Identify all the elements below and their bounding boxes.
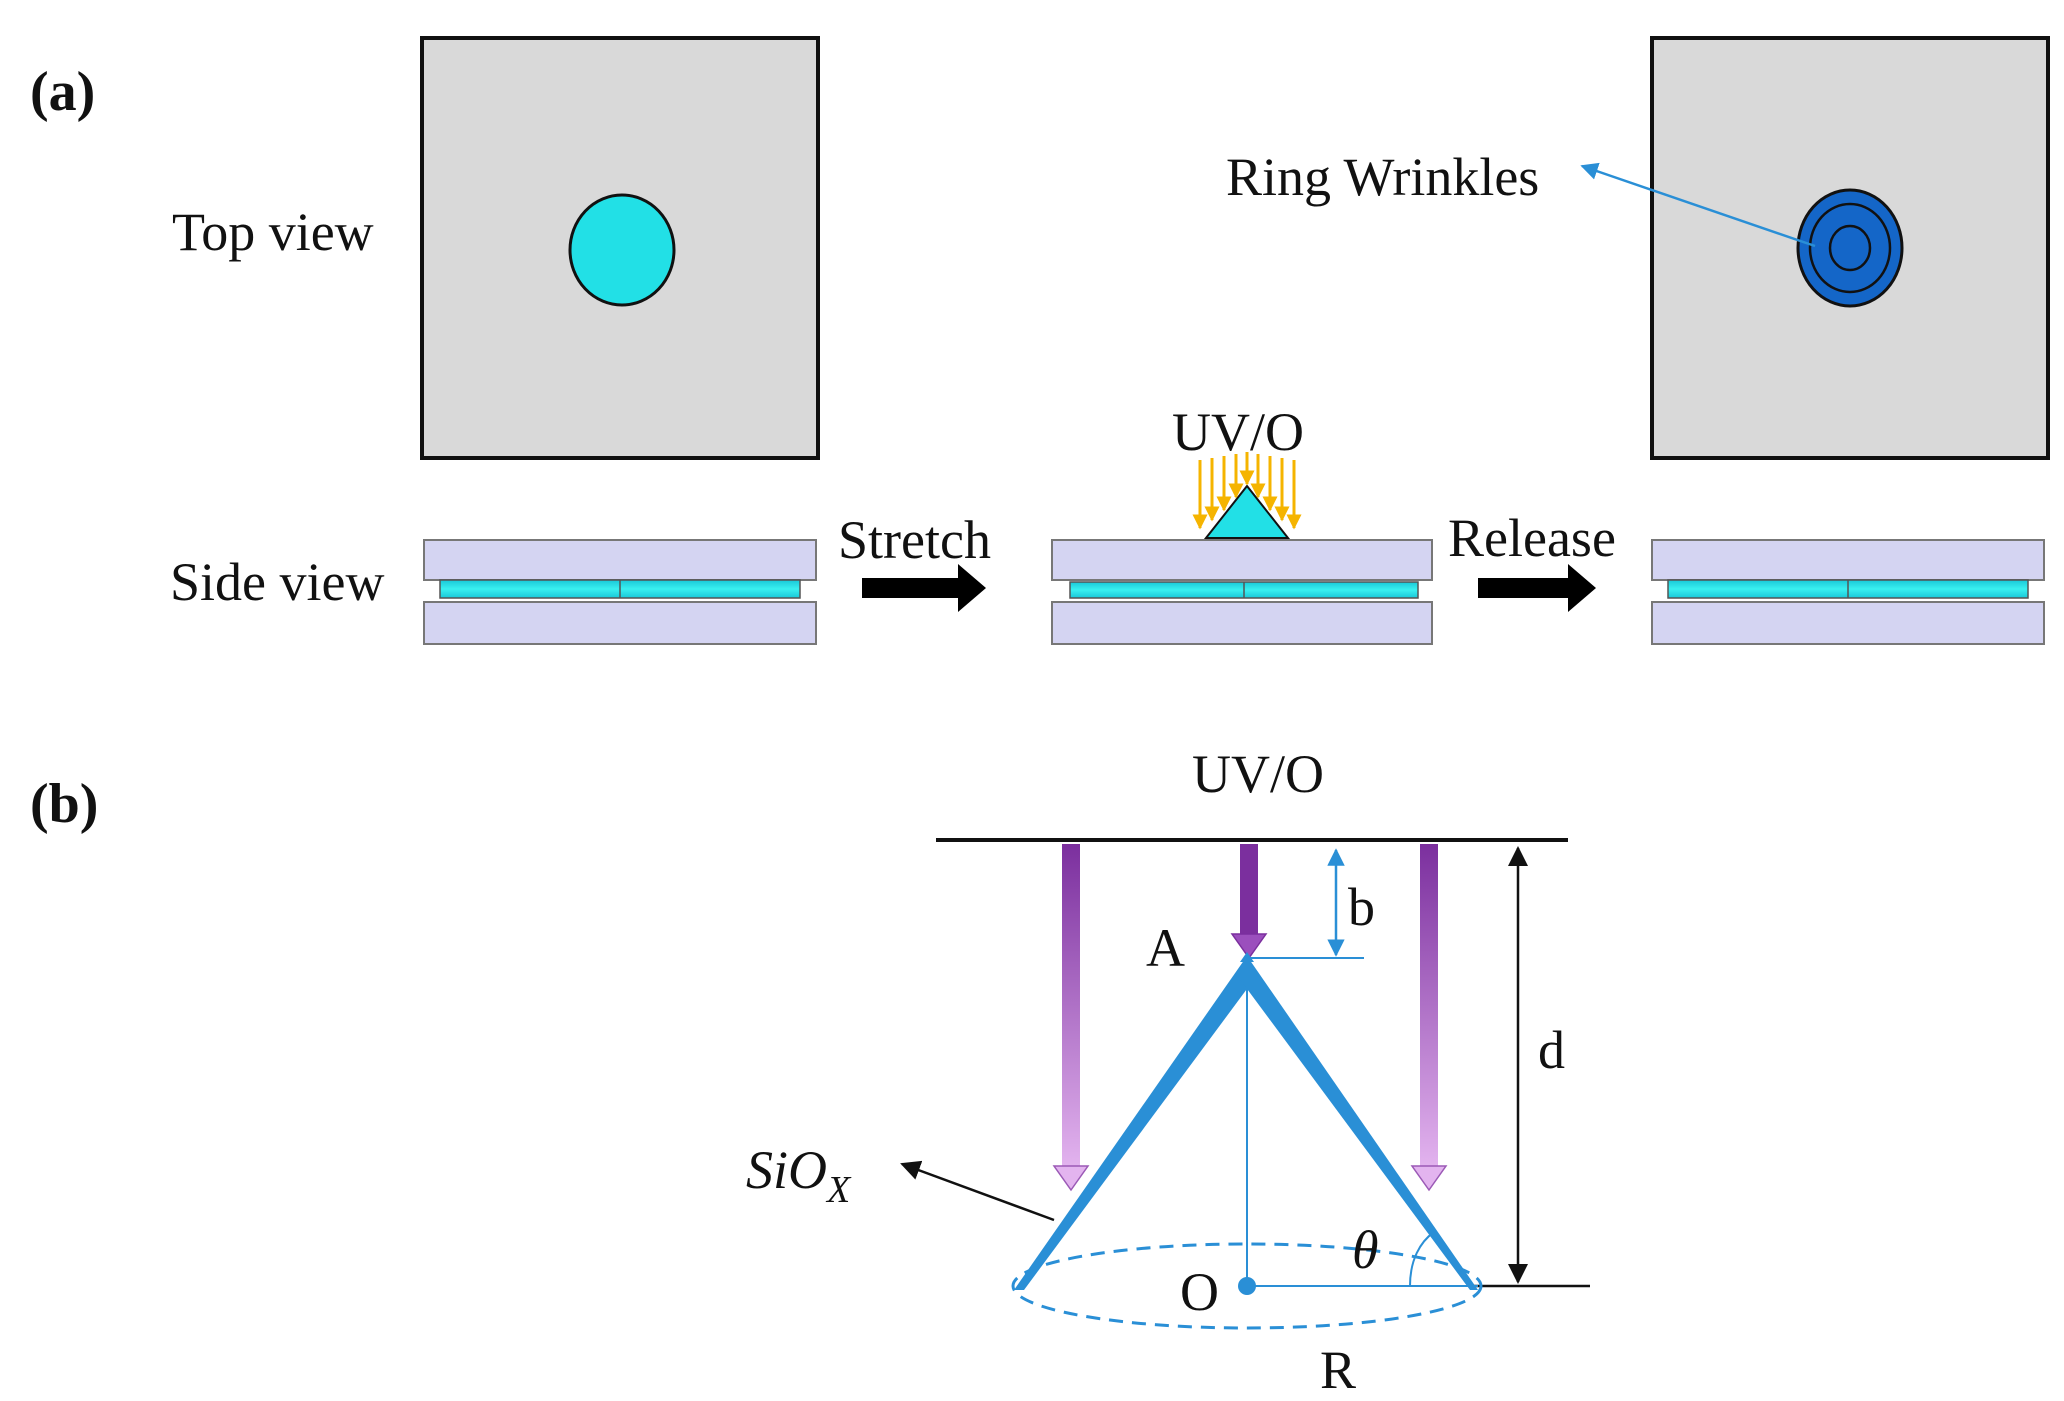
panel-b: (b) UV/O b d — [30, 744, 1590, 1400]
side-view-stretched — [1051, 484, 1433, 645]
uv-arrow-center-icon — [1230, 844, 1268, 960]
top-view-label: Top view — [172, 202, 374, 262]
uv-rays-icon — [1192, 452, 1302, 530]
theta-label: θ — [1352, 1220, 1379, 1280]
uv-arrow-right-icon — [1410, 844, 1448, 1192]
r-label: R — [1320, 1340, 1356, 1400]
panel-a-label: (a) — [30, 61, 95, 123]
uvo-label-b: UV/O — [1192, 744, 1324, 804]
point-o-label: O — [1180, 1262, 1219, 1322]
uvo-cone-exposed — [1203, 484, 1291, 539]
cone-base-ellipse — [1011, 1242, 1483, 1330]
b-label: b — [1348, 877, 1375, 937]
siox-pointer — [900, 1160, 1055, 1222]
siox-label: SiOX — [746, 1140, 852, 1211]
side-view-label: Side view — [170, 552, 384, 612]
d-label: d — [1538, 1020, 1565, 1080]
side-view-released — [1651, 539, 2045, 645]
stretch-label: Stretch — [838, 510, 991, 570]
point-a-label: A — [1146, 918, 1185, 978]
release-arrow-icon — [1478, 564, 1596, 612]
panel-b-label: (b) — [30, 773, 98, 835]
top-view-film-dot — [568, 193, 676, 307]
ring-wrinkles-label: Ring Wrinkles — [1226, 147, 1539, 207]
theta-arc — [1409, 1231, 1435, 1287]
stretch-arrow-icon — [862, 564, 986, 612]
ring-wrinkles-pointer — [1580, 162, 1816, 248]
uv-arrow-left-icon — [1052, 844, 1090, 1192]
point-o-marker — [1238, 1277, 1256, 1295]
ring-wrinkles-icon — [1796, 188, 1904, 308]
siox-cone — [1014, 952, 1478, 1290]
side-view-initial — [423, 539, 817, 645]
release-label: Release — [1448, 508, 1616, 568]
panel-a: (a) Top view Ring Wrinkles Side view Str… — [30, 36, 2050, 645]
uvo-label-a: UV/O — [1172, 402, 1304, 462]
